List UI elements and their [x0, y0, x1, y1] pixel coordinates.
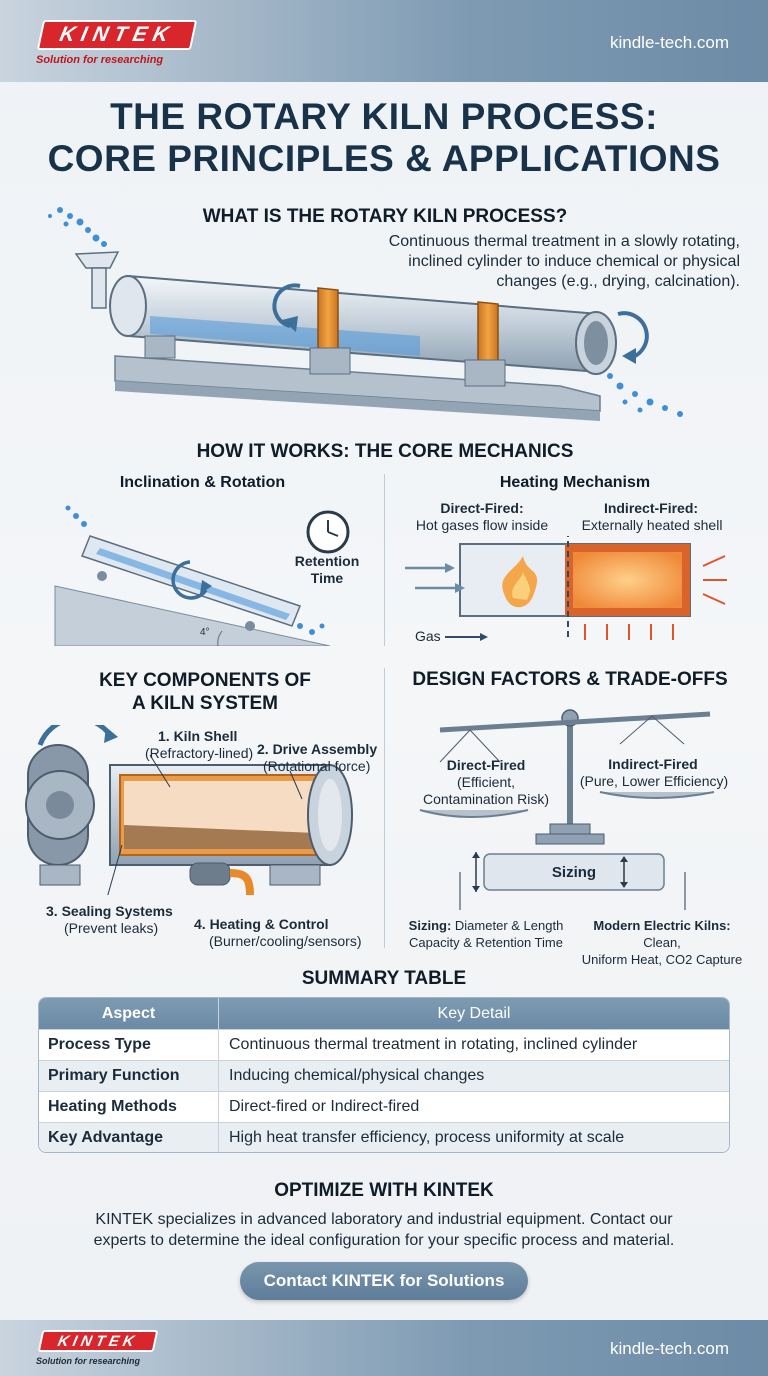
sizing-line-2: Capacity & Retention Time [409, 935, 563, 950]
table-header-row: Aspect Key Detail [39, 998, 729, 1029]
footer-logo-tagline: Solution for researching [36, 1356, 141, 1366]
design-indirect-title: Indirect-Fired [608, 756, 698, 772]
retention-line-2: Time [310, 570, 344, 586]
optimize-line-1: KINTEK specializes in advanced laborator… [95, 1211, 673, 1228]
table-cell-aspect: Key Advantage [39, 1123, 219, 1152]
angle-label: 4° [200, 627, 210, 638]
table-cell-aspect: Primary Function [39, 1061, 219, 1091]
title-line-1: THE ROTARY KILN PROCESS: [110, 96, 658, 137]
electric-line-1: Clean, [643, 935, 681, 950]
component-3-title: 3. Sealing Systems [46, 903, 173, 919]
kintek-logo[interactable]: KINTEK [36, 20, 198, 50]
component-2-title: 2. Drive Assembly [257, 741, 378, 757]
indirect-fired-desc: Externally heated shell [581, 517, 723, 533]
sizing-label: Sizing [551, 864, 597, 881]
balance-scale-illustration [419, 709, 715, 910]
table-header-detail: Key Detail [437, 1004, 511, 1022]
direct-fired-desc: Hot gases flow inside [415, 517, 549, 533]
design-direct-desc-2: Contamination Risk) [422, 791, 550, 807]
table-cell-detail: Inducing chemical/physical changes [229, 1067, 485, 1084]
title-line-2: CORE PRINCIPLES & APPLICATIONS [47, 138, 721, 179]
component-1-title: 1. Kiln Shell [158, 728, 238, 744]
footer-bar: KINTEK Solution for researching kindle-t… [0, 1320, 768, 1376]
electric-line-2: Uniform Heat, CO2 Capture [581, 952, 743, 967]
sizing-note: Sizing: Diameter & Length Capacity & Ret… [401, 917, 571, 951]
design-direct-desc: (Efficient, Contamination Risk) [412, 774, 560, 808]
design-indirect-desc: (Pure, Lower Efficiency) [579, 773, 729, 789]
table-cell-aspect: Process Type [39, 1030, 219, 1060]
rotary-kiln-illustration [48, 207, 683, 421]
component-4-title: 4. Heating & Control [194, 916, 329, 932]
sizing-bold: Sizing: [408, 918, 452, 933]
indirect-fired-title: Indirect-Fired: [603, 500, 699, 516]
components-heading: KEY COMPONENTS OF A KILN SYSTEM [55, 669, 355, 715]
footer-kintek-logo[interactable]: KINTEK [37, 1330, 159, 1352]
kiln-components-illustration [25, 725, 353, 895]
table-cell-detail: Continuous thermal treatment in rotating… [229, 1036, 638, 1053]
how-it-works-heading: HOW IT WORKS: THE CORE MECHANICS [196, 441, 574, 462]
design-direct-title: Direct-Fired [446, 757, 526, 773]
optimize-line-2: experts to determine the ideal configura… [93, 1232, 675, 1249]
summary-heading: SUMMARY TABLE [301, 968, 467, 989]
heating-mechanism-illustration [405, 536, 727, 641]
optimize-description: KINTEK specializes in advanced laborator… [20, 1209, 748, 1251]
electric-bold: Modern Electric Kilns: [593, 918, 731, 933]
page-title: THE ROTARY KILN PROCESS: CORE PRINCIPLES… [0, 96, 768, 180]
component-2-desc: (Rotational force) [263, 758, 371, 774]
footer-site-url[interactable]: kindle-tech.com [610, 1339, 730, 1358]
component-3-desc: (Prevent leaks) [64, 920, 159, 936]
site-url[interactable]: kindle-tech.com [610, 33, 730, 52]
design-direct-desc-1: (Efficient, [456, 774, 516, 790]
table-row: Process Type Continuous thermal treatmen… [39, 1029, 729, 1060]
component-1-desc: (Refractory-lined) [145, 745, 254, 761]
sizing-line-1: Diameter & Length [454, 918, 564, 933]
table-cell-detail: High heat transfer efficiency, process u… [229, 1129, 625, 1146]
components-heading-line-2: A KILN SYSTEM [131, 693, 279, 714]
desc-line-3: changes (e.g., drying, calcination). [496, 273, 740, 290]
table-row: Primary Function Inducing chemical/physi… [39, 1060, 729, 1091]
section-divider-vertical-2 [384, 668, 385, 948]
desc-line-1: Continuous thermal treatment in a slowly… [388, 233, 740, 250]
electric-kiln-note: Modern Electric Kilns: Clean, Uniform He… [574, 917, 750, 968]
desc-line-2: inclined cylinder to induce chemical or … [408, 253, 740, 270]
header-bar: KINTEK Solution for researching kindle-t… [0, 0, 768, 82]
components-heading-line-1: KEY COMPONENTS OF [99, 670, 311, 691]
table-row: Heating Methods Direct-fired or Indirect… [39, 1091, 729, 1122]
table-cell-aspect: Heating Methods [39, 1092, 219, 1122]
logo-tagline: Solution for researching [36, 54, 164, 66]
inclination-title: Inclination & Rotation [119, 474, 286, 491]
component-4-desc: (Burner/cooling/sensors) [209, 933, 362, 949]
heating-title: Heating Mechanism [499, 474, 651, 491]
what-is-heading: WHAT IS THE ROTARY KILN PROCESS? [202, 206, 568, 227]
direct-fired-title: Direct-Fired: [440, 500, 524, 516]
retention-line-1: Retention [294, 553, 360, 569]
inclination-illustration [54, 505, 350, 646]
design-heading: DESIGN FACTORS & TRADE-OFFS [412, 669, 728, 690]
retention-time-label: Retention Time [290, 553, 364, 587]
table-row: Key Advantage High heat transfer efficie… [39, 1122, 729, 1152]
summary-table: Aspect Key Detail Process Type Continuou… [38, 997, 730, 1153]
contact-kintek-button[interactable]: Contact KINTEK for Solutions [240, 1262, 528, 1300]
table-header-aspect: Aspect [39, 998, 219, 1029]
optimize-heading: OPTIMIZE WITH KINTEK [274, 1180, 494, 1201]
gas-label: Gas [415, 628, 441, 644]
section-divider-vertical-1 [384, 474, 385, 646]
what-is-description: Continuous thermal treatment in a slowly… [330, 232, 740, 292]
table-cell-detail: Direct-fired or Indirect-fired [229, 1098, 420, 1115]
